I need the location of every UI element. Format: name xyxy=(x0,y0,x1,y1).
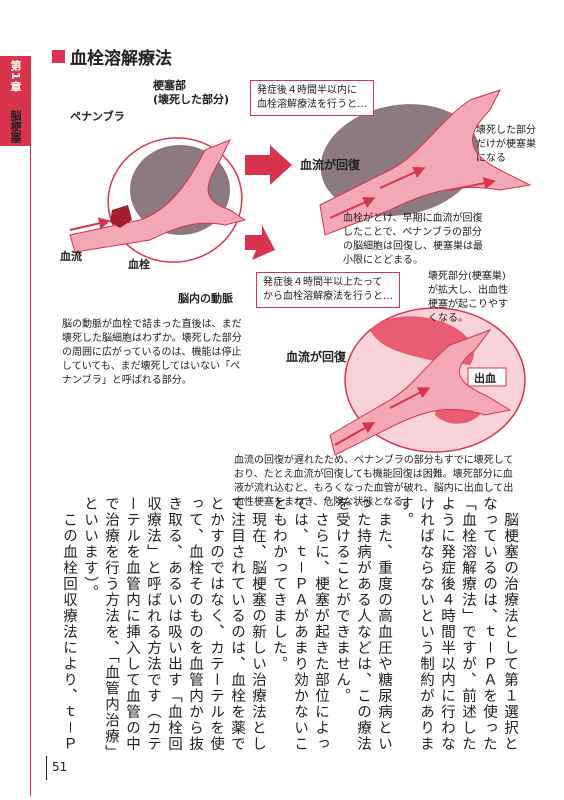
label-penumbra: ペナンブラ xyxy=(70,110,125,123)
note-top-right: 壊死した部分 だけが梗塞巣 になる xyxy=(476,125,536,164)
chapter-number: 第1章 xyxy=(9,60,22,93)
box-bottom: 発症後４時間半以上たって から血栓溶解療法を行うと… xyxy=(256,272,400,308)
body-line: ければならないという制約がありま xyxy=(418,496,434,752)
thrombolysis-diagram xyxy=(69,89,532,456)
flow-arrow-top-1 xyxy=(329,196,376,219)
flow-arrow-top-2 xyxy=(379,166,426,189)
body-line: 脳梗塞の治療法として第１選択と xyxy=(502,496,518,752)
body-line: また、重度の高血圧や糖尿病とい xyxy=(376,496,392,752)
section-title: 血栓溶解療法 xyxy=(70,49,172,69)
chapter-title: 脳梗塞 xyxy=(9,110,22,143)
body-line: といいます）。 xyxy=(82,496,98,601)
section-marker-icon xyxy=(52,50,65,63)
box-top: 発症後４時間半以内に 血栓溶解療法を行うと… xyxy=(250,80,374,116)
label-bloodflow: 血流 xyxy=(60,250,82,263)
chapter-tab: 第1章 xyxy=(0,56,30,146)
chapter-title-box: 脳梗塞 xyxy=(0,110,30,156)
body-line: ともわかってきました。 xyxy=(271,496,287,672)
body-line: き取る、あるいは吸い出す「血栓回 xyxy=(166,496,182,752)
highlight-circle-left xyxy=(107,137,243,263)
margin-rule xyxy=(30,56,31,796)
body-line: 収療法」と呼ばれる方法です（カテ xyxy=(145,496,161,752)
body-line: て注目されているのは、血栓を薬で xyxy=(229,496,245,752)
label-infarct: 梗塞部 (壊死した部分) xyxy=(153,79,230,106)
note-top-bottom: 血栓がとけ、早期に血流が回復したことで、ペナンブラの部分の脳細胞は回復し、梗塞巣… xyxy=(343,213,483,266)
body-line: を受けることができません。 xyxy=(334,496,350,704)
flow-arrow-bottom-2 xyxy=(389,387,431,409)
body-line: った持病がある人などは、この療法 xyxy=(355,496,371,752)
page-number-rule xyxy=(46,756,47,780)
outcome-arrow-top xyxy=(245,145,292,185)
note-left: 脳の動脈が血栓で詰まった直後は、まだ壊死した脳細胞はわずか。壊死した部分の周囲に… xyxy=(62,319,242,386)
label-artery: 脳内の動脈 xyxy=(178,292,233,305)
body-line: なっているのは、ｔ－ＰＡを使った xyxy=(481,496,497,752)
label-bleeding: 出血 xyxy=(474,372,496,385)
body-line: す。 xyxy=(397,496,413,528)
body-line: で治療を行う方法を、「血管内治療」 xyxy=(103,496,119,761)
body-line: 「血栓溶解療法」ですが、前述した xyxy=(460,496,476,752)
body-line: 現在、脳梗塞の新しい治療法とし xyxy=(250,496,266,752)
body-text: 脳梗塞の治療法として第１選択と なっているのは、ｔ－ＰＡを使った 「血栓溶解療法… xyxy=(61,496,522,776)
body-line: さらに、梗塞が起きた部位によっ xyxy=(313,496,329,752)
body-line: ては、ｔ－ＰＡがあまり効かないこ xyxy=(292,496,308,752)
body-line: って、血栓そのものを血管内から抜 xyxy=(187,496,203,752)
bleeding-label-box xyxy=(467,367,507,387)
body-line: ーテルを血管内に挿入して血管の中 xyxy=(124,496,140,752)
note-bottom: 血流の回復が遅れたため、ペナンブラの部分もすでに壊死しており、たとえ血流が回復し… xyxy=(234,455,514,508)
flow-arrow-bottom-1 xyxy=(334,422,376,446)
outcome-arrow-bottom xyxy=(245,225,275,260)
flow-arrow-top-3 xyxy=(449,177,496,191)
label-recover-bottom: 血流が回復 xyxy=(286,350,347,364)
body-line: ように発症後４時間半以内に行わな xyxy=(439,496,455,752)
thrombus-shape xyxy=(110,205,132,228)
label-recover-top: 血流が回復 xyxy=(300,158,361,172)
body-line: とかすのではなく、カテーテルを使 xyxy=(208,496,224,752)
label-thrombus: 血栓 xyxy=(128,258,150,271)
artery-left xyxy=(69,139,247,253)
page-number: 51 xyxy=(52,760,68,774)
body-line: この血栓回収療法により、ｔ－Ｐ xyxy=(61,496,77,752)
note-bottom-right: 壊死部分(梗塞巣) が拡大し、出血性 梗塞が起こりやす くなる。 xyxy=(428,271,508,324)
flow-arrow-left xyxy=(69,217,111,231)
